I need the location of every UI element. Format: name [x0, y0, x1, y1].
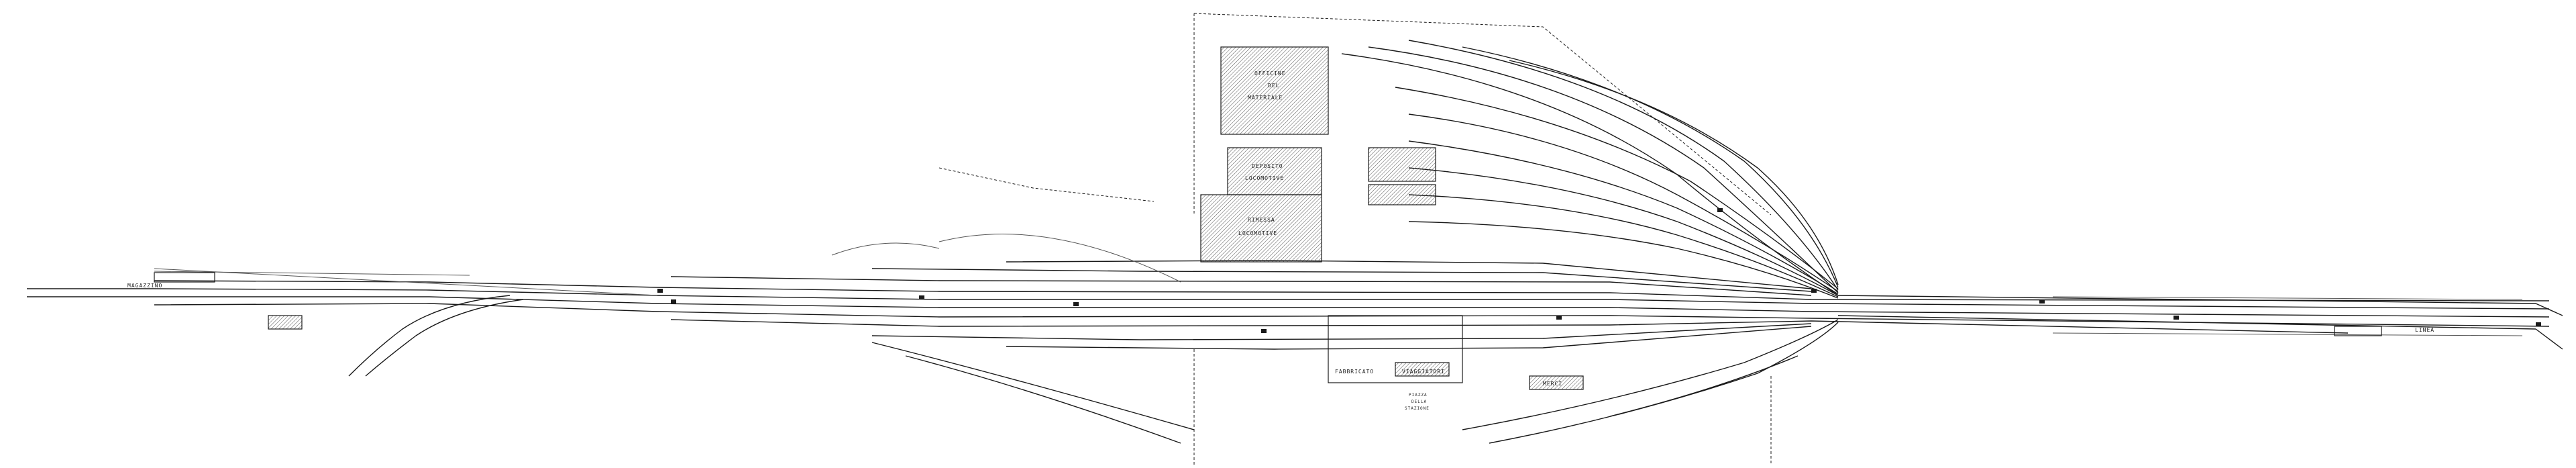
- building-yard-2: [1368, 184, 1436, 205]
- upper-yard-track-5: [1509, 60, 1839, 285]
- label-piazza-1: PIAZZA: [1409, 393, 1428, 397]
- track-lines: [27, 40, 2563, 444]
- label-piazza-3: STAZIONE: [1405, 406, 1430, 411]
- label-right-line: LINEA: [2415, 327, 2434, 333]
- left-branch-track-2: [365, 299, 524, 377]
- upper-yard-track-2: [1368, 46, 1839, 293]
- signal-marker: [2039, 299, 2045, 303]
- label-officine-1: OFFICINE: [1254, 71, 1286, 77]
- main-line-track-1: [27, 288, 2550, 310]
- building-station: [1328, 315, 1463, 383]
- boundary-upper-yard-top: [1193, 13, 1772, 216]
- label-deposito-1: DEPOSITO: [1252, 163, 1283, 169]
- label-officine-2: DEL: [1268, 83, 1279, 89]
- station-buildings: [154, 46, 2382, 390]
- building-station-inner: [1395, 362, 1450, 377]
- building-officine: [1220, 46, 1329, 135]
- building-deposito: [1227, 147, 1322, 195]
- upper-yard-track-9: [1408, 167, 1839, 296]
- building-left-yard-shed: [154, 272, 215, 283]
- right-line-track-1: [1837, 295, 2536, 304]
- signal-marker: [919, 295, 924, 299]
- boundary-center: [938, 167, 1155, 202]
- main-line-track-10: [1006, 326, 1812, 350]
- left-branch-track-1: [348, 295, 511, 377]
- signal-marker: [1811, 289, 1817, 293]
- building-small-left: [268, 315, 303, 330]
- upper-yard-track-7: [1408, 113, 1839, 292]
- label-station-2: VIAGGIATORI: [1402, 369, 1445, 375]
- embankment-left-upper: [154, 271, 470, 276]
- signal-marker: [671, 299, 676, 303]
- lower-diagonal-track-1: [871, 342, 1195, 430]
- main-line-track-9: [1006, 260, 1812, 289]
- right-line-track-2: [1837, 315, 2536, 330]
- embankment-right-lower: [2052, 332, 2523, 336]
- label-left-yard: MAGAZZINO: [127, 283, 162, 289]
- upper-yard-track-3: [1408, 40, 1839, 291]
- embankment-right-upper: [2052, 296, 2523, 300]
- main-line-track-3: [154, 280, 2550, 301]
- upper-yard-track-8: [1408, 140, 1839, 295]
- lower-diagonal-track-2: [905, 355, 1181, 444]
- right-line-track-4: [2535, 328, 2563, 350]
- label-piazza-2: DELLA: [1411, 400, 1427, 404]
- lower-goods-track-1: [1462, 319, 1839, 430]
- main-line-track-6: [670, 276, 1812, 296]
- signal-marker: [2536, 322, 2541, 326]
- embankment-center-arc-1: [938, 234, 1181, 283]
- building-yard-1: [1368, 147, 1436, 182]
- map-labels: MAGAZZINO OFFICINE DEL MATERIALE DEPOSIT…: [127, 71, 2434, 411]
- upper-yard-track-1: [1341, 53, 1839, 296]
- upper-yard-track-4: [1462, 46, 1839, 288]
- label-rimessa-1: RIMESSA: [1248, 217, 1275, 223]
- main-line-track-2: [27, 296, 2550, 318]
- property-boundaries: [938, 13, 1772, 465]
- building-small-right: [1529, 375, 1584, 390]
- signal-marker: [1261, 329, 1267, 333]
- label-station: FABBRICATO: [1335, 369, 1374, 375]
- label-merci: MERCI: [1543, 381, 1562, 387]
- embankment-hatching: [154, 234, 2523, 336]
- building-right-yard-shed: [2334, 326, 2382, 336]
- main-line-track-8: [871, 268, 1812, 292]
- signal-marker: [1073, 302, 1079, 306]
- label-rimessa-2: LOCOMOTIVE: [1238, 230, 1277, 236]
- embankment-left: [154, 268, 658, 296]
- lower-goods-track-2: [1489, 322, 1839, 444]
- main-line-track-4: [154, 303, 2550, 327]
- upper-yard-track-10: [1408, 194, 1839, 297]
- label-deposito-2: LOCOMOTIVE: [1245, 175, 1284, 181]
- signal-marker: [1717, 208, 1723, 212]
- signal-marker: [2174, 316, 2179, 320]
- upper-yard-track-11: [1408, 221, 1839, 299]
- signal-markers: [657, 208, 2541, 333]
- main-line-track-5: [670, 319, 2349, 334]
- embankment-center-arc-2: [831, 242, 940, 256]
- main-line-track-7: [871, 323, 1812, 340]
- signal-marker: [657, 289, 663, 293]
- signal-marker: [1556, 316, 1562, 320]
- right-line-track-3: [2535, 303, 2563, 316]
- label-officine-3: MATERIALE: [1248, 95, 1283, 101]
- lower-goods-track-3: [1609, 355, 1799, 417]
- upper-yard-track-6: [1395, 87, 1839, 289]
- building-rimessa: [1200, 194, 1322, 263]
